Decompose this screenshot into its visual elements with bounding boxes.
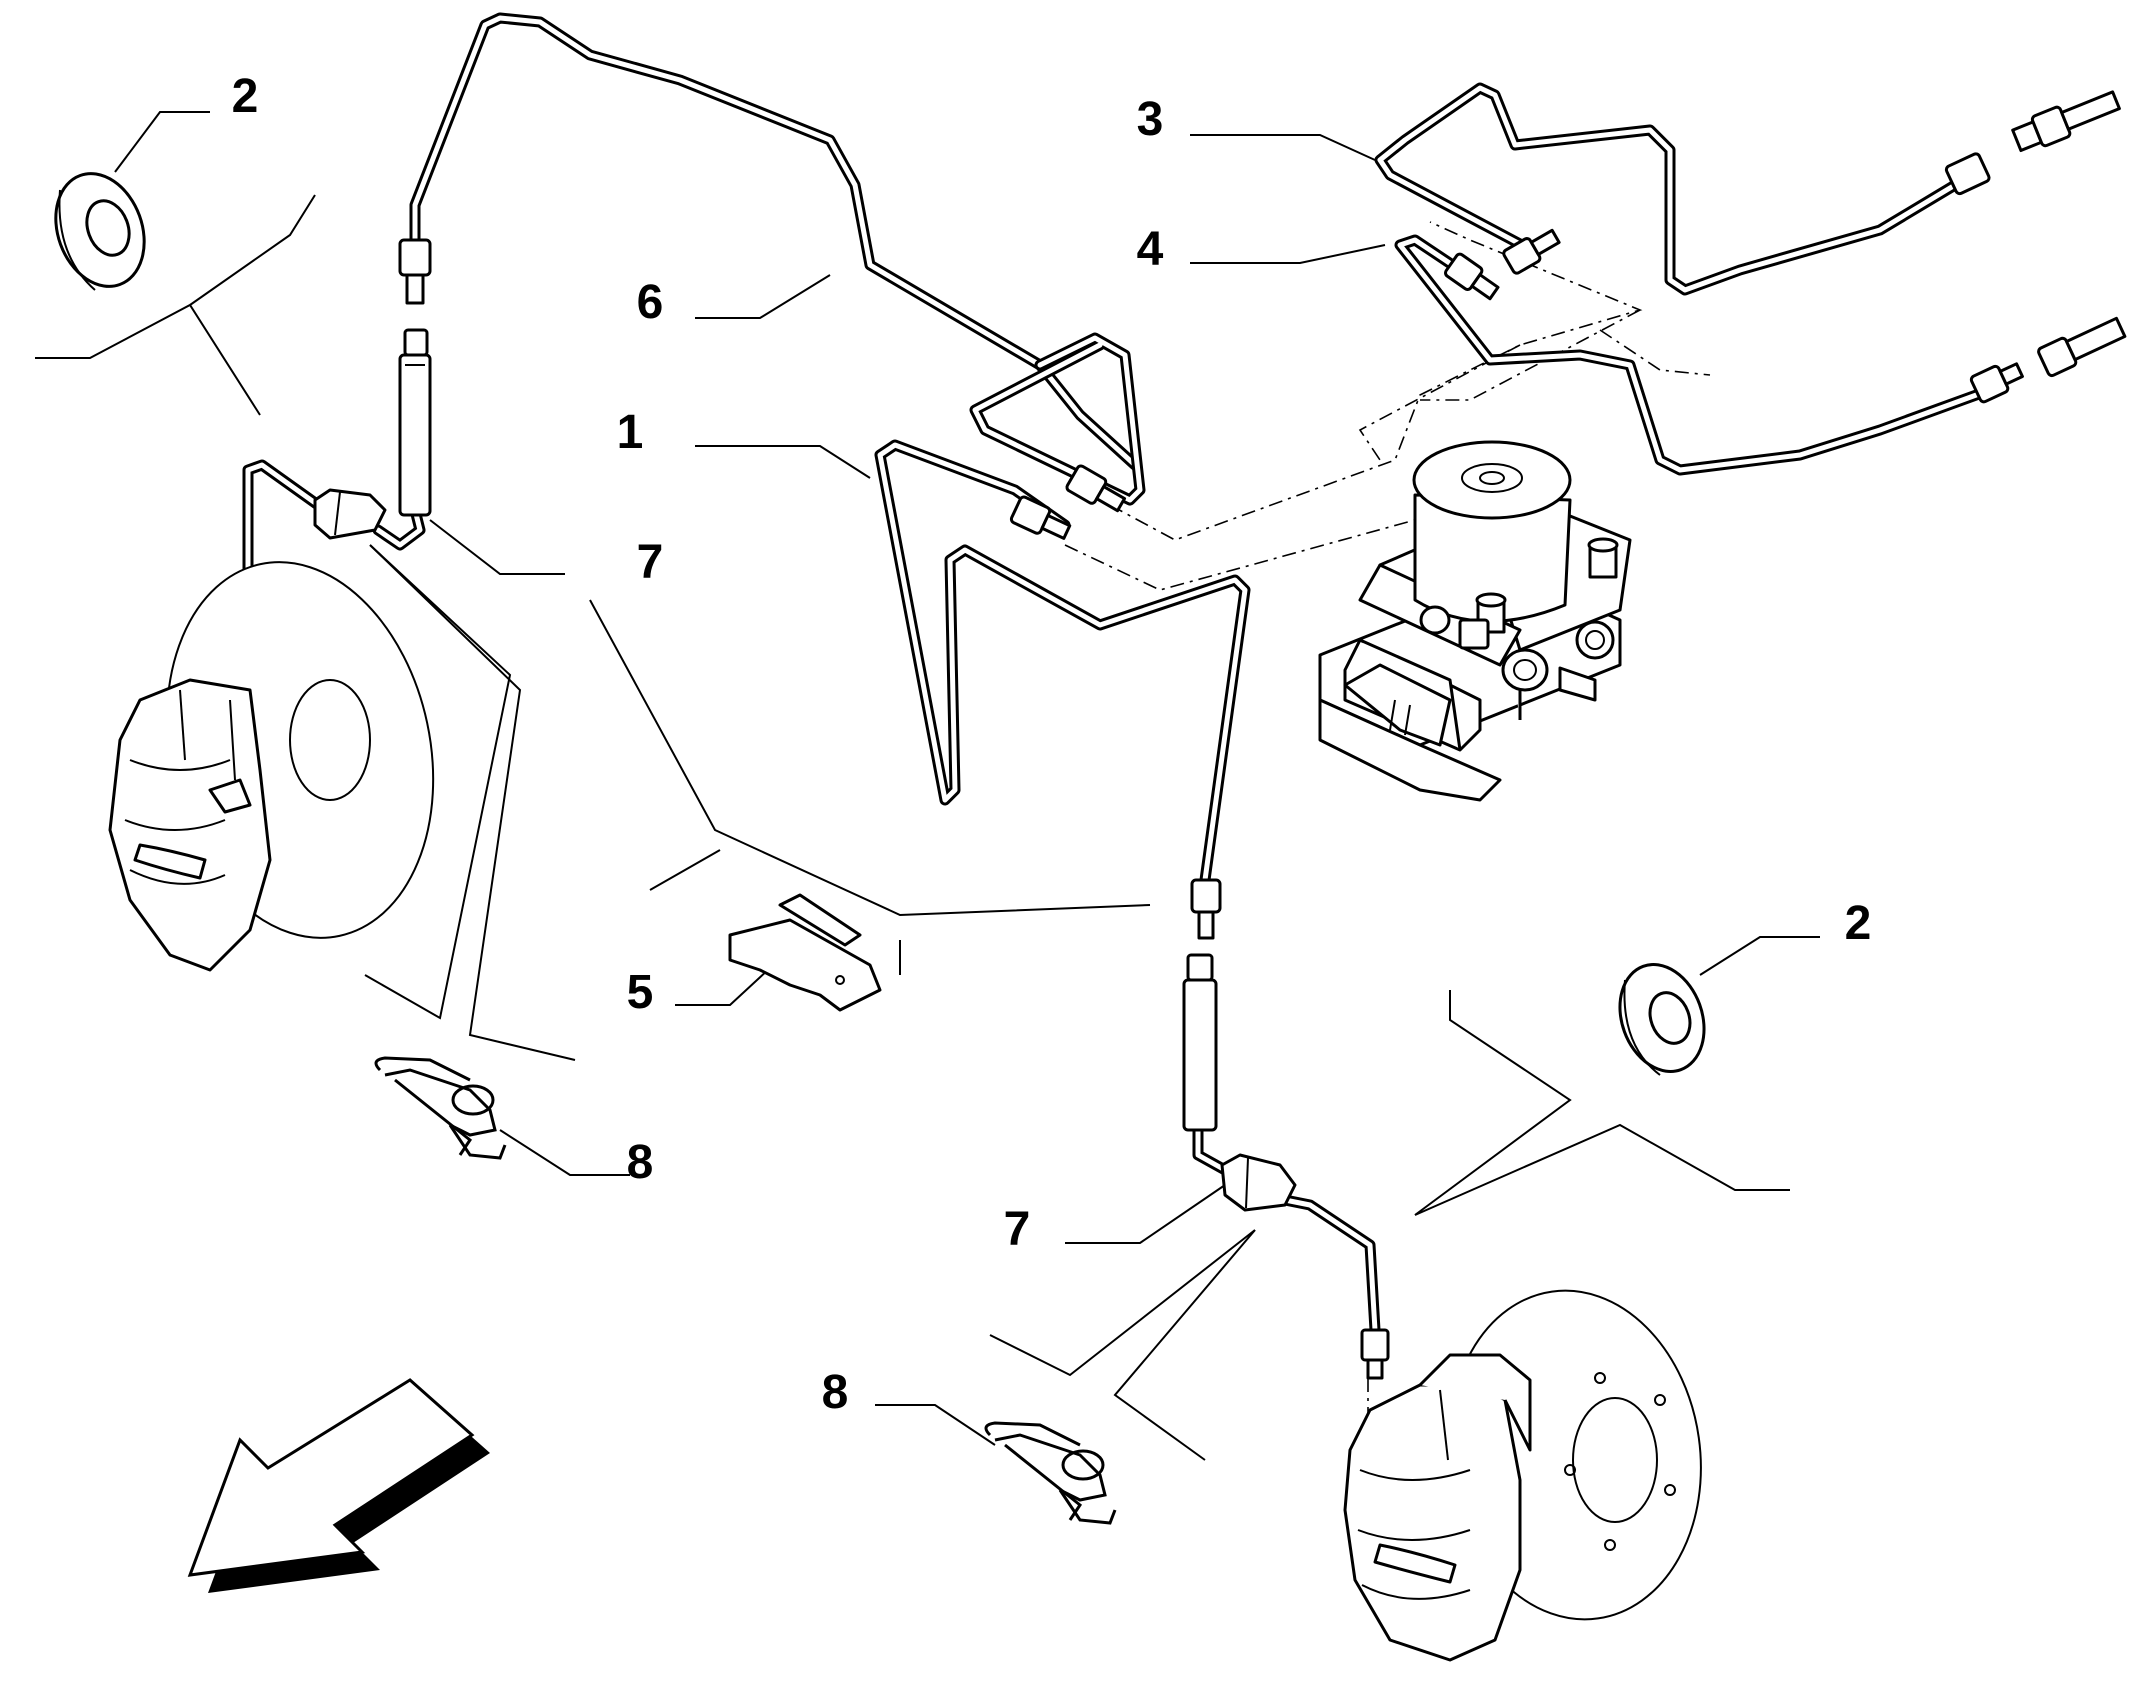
callout-8-right: 8 bbox=[822, 1366, 849, 1419]
spring-clip-right bbox=[984, 1421, 1117, 1525]
callout-7-left: 7 bbox=[637, 536, 664, 589]
callout-labels: 1 2 2 3 4 5 6 7 7 8 8 bbox=[232, 70, 1872, 1419]
callout-2-top-left: 2 bbox=[232, 70, 259, 123]
boot-cap-left bbox=[54, 172, 146, 291]
right-brake-caliper bbox=[1343, 1353, 1532, 1662]
callout-7-right: 7 bbox=[1004, 1203, 1031, 1256]
callout-6: 6 bbox=[637, 276, 664, 329]
callout-4: 4 bbox=[1137, 223, 1164, 276]
right-caliper-tube bbox=[1192, 1124, 1381, 1336]
bracket-part-5 bbox=[728, 893, 882, 1012]
callout-8-left: 8 bbox=[627, 1136, 654, 1189]
callout-2-right: 2 bbox=[1845, 897, 1872, 950]
abs-hydraulic-unit bbox=[1318, 440, 1632, 802]
boot-cap-right bbox=[1618, 963, 1706, 1076]
left-brake-caliper bbox=[108, 678, 272, 972]
brake-line-1 bbox=[874, 439, 1251, 886]
leader-lines bbox=[35, 111, 1820, 1461]
brake-line-4 bbox=[1394, 234, 1996, 476]
brake-line-3 bbox=[1374, 82, 1961, 296]
spring-clip-left bbox=[374, 1056, 507, 1160]
forward-direction-arrow-icon bbox=[187, 1378, 490, 1593]
callout-5: 5 bbox=[627, 966, 654, 1019]
tube-fittings bbox=[234, 90, 2127, 1380]
left-caliper-tube bbox=[242, 459, 426, 591]
callout-3: 3 bbox=[1137, 93, 1164, 146]
callout-1: 1 bbox=[617, 406, 644, 459]
brake-line-6 bbox=[409, 12, 1146, 506]
